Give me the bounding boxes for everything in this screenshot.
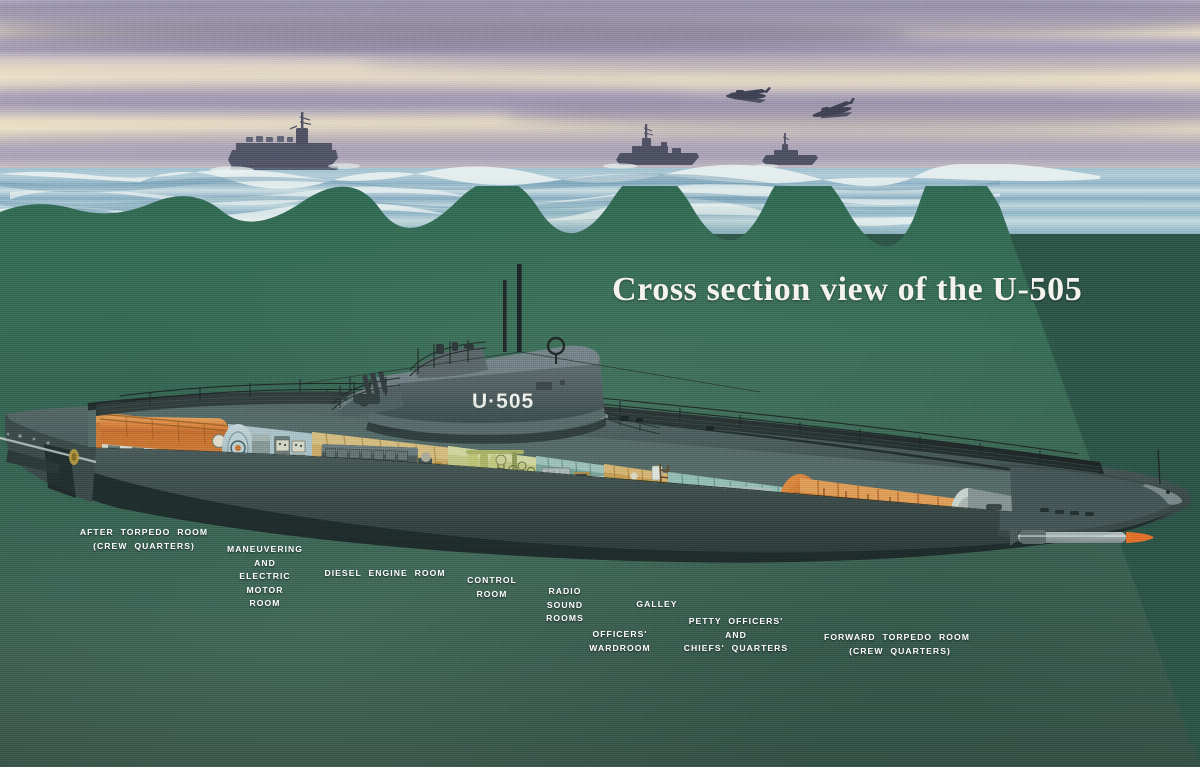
aircraft-carrier	[228, 112, 338, 170]
label-control-room: CONTROL ROOM	[467, 575, 517, 599]
label-after-torpedo-room: AFTER TORPEDO ROOM (CREW QUARTERS)	[79, 527, 209, 551]
submarine-u505: U·505	[0, 236, 1200, 656]
label-radio-sound-rooms: RADIO SOUND ROOMS	[546, 586, 584, 623]
aircraft-left	[726, 87, 771, 103]
destroyer-center	[616, 124, 699, 165]
label-petty-officers-quarters: PETTY OFFICERS' AND CHIEFS' QUARTERS	[683, 616, 789, 653]
aa-gun	[325, 371, 388, 407]
aa-gun-platform	[325, 371, 404, 416]
conning-tower: U·505	[299, 264, 761, 444]
label-diesel-engine-room: DIESEL ENGINE ROOM	[324, 568, 446, 578]
label-forward-torpedo-room-crew: (CREW QUARTERS)	[849, 646, 951, 656]
label-officers-wardroom: OFFICERS' WARDROOM	[589, 629, 651, 653]
cloud-band	[0, 128, 1200, 158]
water-tint-overlay	[5, 394, 1191, 562]
propeller	[69, 449, 79, 465]
hull-shadow	[14, 442, 1186, 563]
stern-section	[0, 414, 97, 502]
hull-number: U·505	[472, 390, 534, 413]
destroyer-right	[762, 133, 818, 165]
aircraft-right	[812, 97, 855, 119]
launched-torpedo	[1010, 526, 1154, 546]
surface-fleet-layer	[210, 87, 855, 174]
bow-section	[998, 449, 1187, 546]
cloud-band	[0, 62, 660, 82]
periscope-masts	[503, 264, 566, 364]
page-title: Cross section view of the U-505	[612, 271, 1083, 308]
label-forward-torpedo-room: FORWARD TORPEDO ROOM	[824, 632, 970, 642]
label-maneuvering-motor-room: MANEUVERING AND ELECTRIC MOTOR ROOM	[226, 544, 304, 608]
cloud-band	[360, 46, 1200, 76]
label-galley: GALLEY	[636, 599, 678, 609]
